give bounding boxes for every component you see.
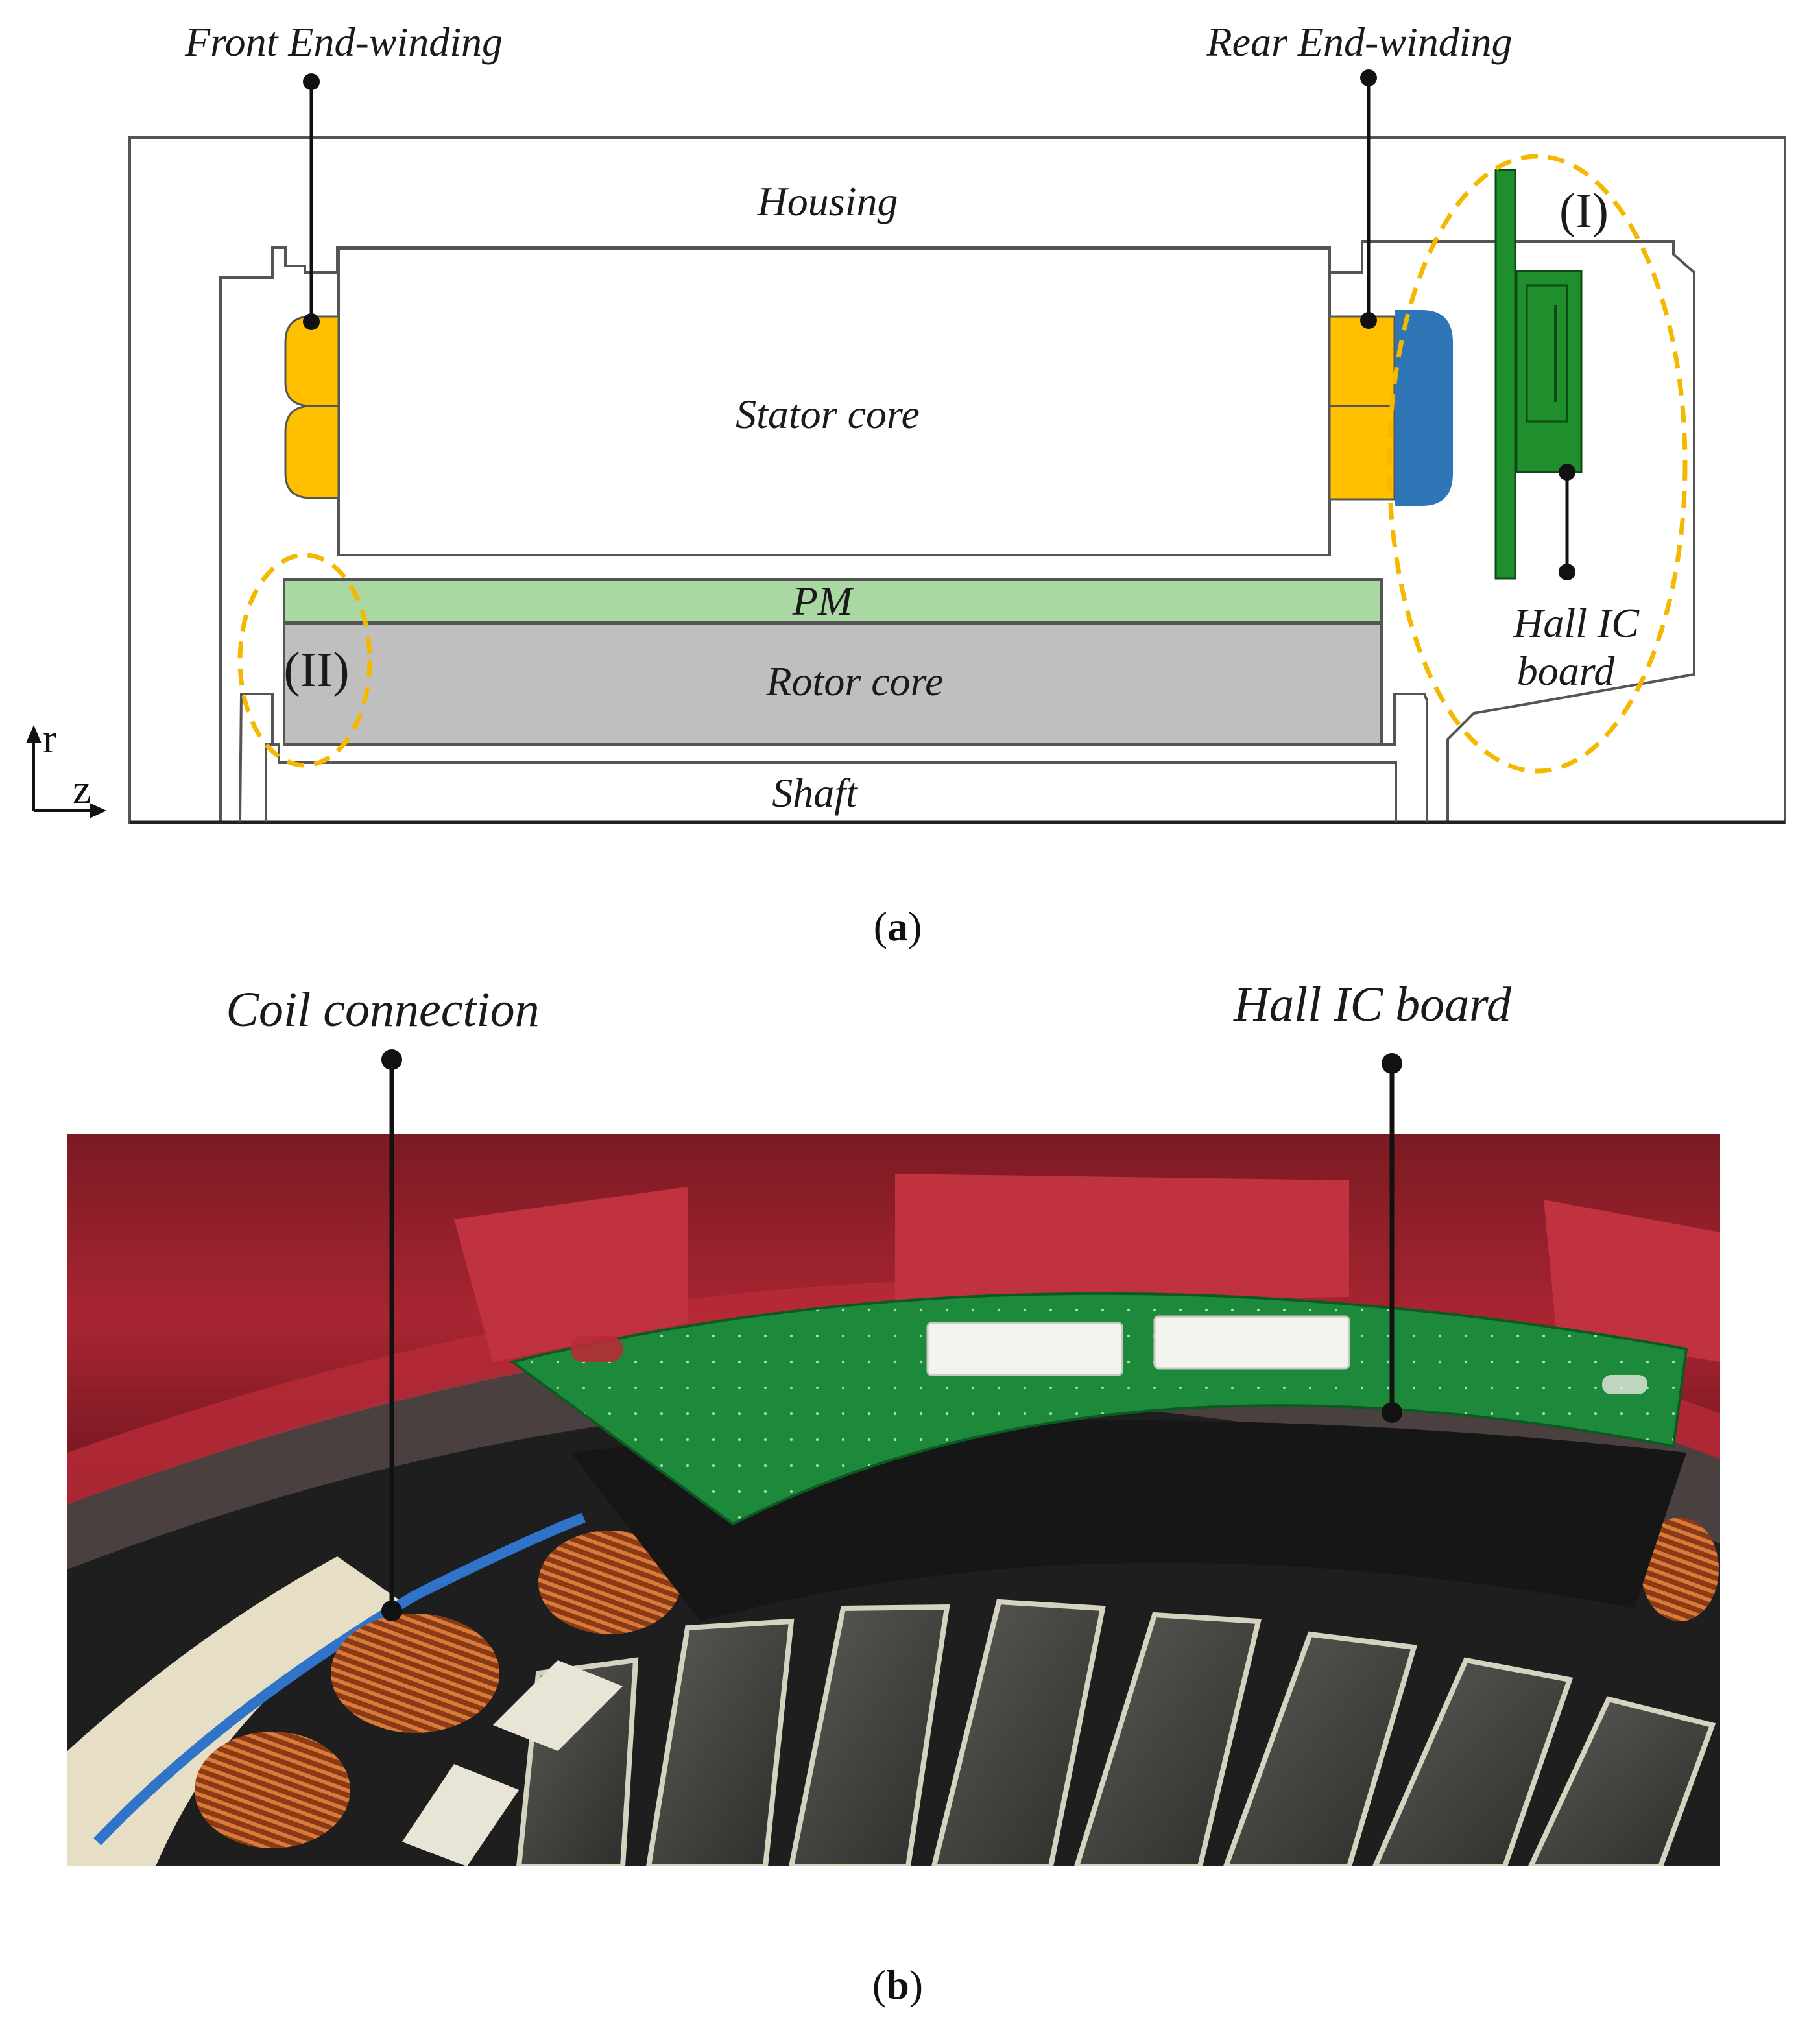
rotor-core (283, 623, 1383, 746)
region-one-outline (1387, 154, 1688, 774)
rear-end-winding-lower (1328, 405, 1396, 501)
motor-photo (67, 1134, 1720, 1866)
rear-end-winding-leader-dot (1360, 69, 1377, 86)
schematic-diagram: r z Front End-winding Rear End-winding H… (26, 19, 1786, 949)
hall-ic-board-label-line1: Hall IC (1513, 600, 1640, 646)
shaft-step-left (239, 693, 274, 823)
rear-end-winding-label: Rear End-winding (1206, 19, 1512, 65)
shaft-step-right (1382, 693, 1428, 822)
copper-coil (538, 1531, 681, 1634)
hall-ic-board-label-line2: board (1517, 648, 1616, 694)
front-end-winding-leader-end (303, 313, 320, 330)
coil-connection-label: Coil connection (226, 983, 539, 1037)
region-two-outline (237, 553, 372, 768)
axis-r-label: r (43, 715, 56, 761)
front-end-winding-lower (284, 405, 340, 499)
copper-coil (331, 1614, 499, 1733)
hall-board-plate (1494, 169, 1516, 580)
caption-b: (b) (872, 1962, 923, 2008)
region-one-label: (I) (1559, 184, 1609, 238)
front-end-winding-label: Front End-winding (184, 19, 503, 65)
photo-hall-ic-board-label: Hall IC board (1233, 977, 1512, 1032)
stator-teeth (516, 1599, 1716, 1866)
hall-ic-leader-dot (1559, 464, 1575, 481)
rotor-core-label: Rotor core (765, 658, 943, 704)
rear-end-winding-leader-end (1360, 312, 1377, 329)
housing-label: Housing (757, 178, 898, 224)
region-two-label: (II) (283, 643, 349, 697)
shaft-label: Shaft (772, 770, 859, 816)
stator-core (337, 248, 1331, 556)
pm-magnet (283, 578, 1383, 624)
hall-ic-chip-detail (1526, 284, 1568, 423)
coil-connection-leader-dot (381, 1049, 402, 1070)
pm-label: PM (792, 578, 855, 624)
axis-indicator: r z (26, 715, 106, 818)
photo-hall-ic-leader-dot (1382, 1053, 1402, 1074)
rear-end-winding (1328, 315, 1396, 407)
end-cap (1395, 310, 1453, 506)
caption-a: (a) (874, 903, 922, 949)
coil-connection-leader-end (381, 1601, 402, 1621)
photo-panel: Coil connection Hall IC board (67, 977, 1720, 2008)
axis-z-label: z (73, 766, 91, 812)
copper-coil (1641, 1518, 1719, 1621)
white-connectors (926, 1315, 1350, 1376)
stator-core-label: Stator core (736, 391, 920, 437)
front-end-winding (284, 315, 340, 407)
photo-hall-ic-leader-end (1382, 1402, 1402, 1423)
shaft-outline (265, 743, 1397, 822)
copper-coil (195, 1732, 350, 1848)
front-end-winding-leader-dot (303, 73, 320, 90)
hall-ic-leader-end (1559, 564, 1575, 580)
